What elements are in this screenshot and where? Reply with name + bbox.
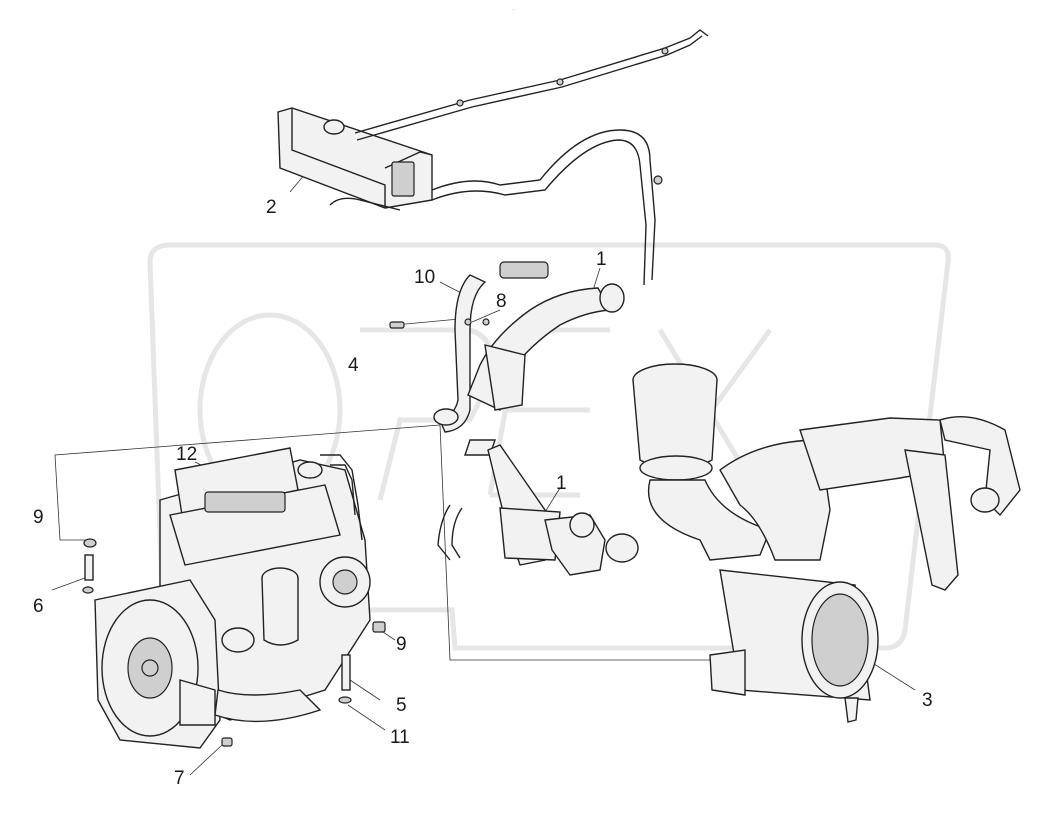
callout-1-top: 1 [596, 249, 607, 270]
callout-11: 11 [390, 727, 410, 748]
callout-5: 5 [396, 695, 407, 716]
callout-7: 7 [174, 768, 185, 789]
callout-9-right: 9 [396, 634, 407, 655]
callout-1-mid: 1 [556, 473, 567, 494]
callout-3: 3 [922, 690, 933, 711]
header-mark: ·· [512, 7, 516, 13]
callout-9-left: 9 [33, 507, 44, 528]
callouts: 1 1 2 3 4 5 6 7 8 9 9 10 11 12 [33, 197, 933, 789]
callout-4: 4 [348, 355, 359, 376]
air-intake-hoses [389, 261, 639, 576]
callout-2: 2 [266, 197, 277, 218]
callout-8: 8 [496, 291, 507, 312]
expansion-tank-assembly [277, 29, 709, 286]
callout-6: 6 [33, 596, 44, 617]
callout-10: 10 [414, 267, 435, 288]
engine-assembly [82, 447, 386, 749]
callout-12: 12 [176, 444, 197, 465]
air-cleaner-exhaust [632, 363, 1021, 723]
